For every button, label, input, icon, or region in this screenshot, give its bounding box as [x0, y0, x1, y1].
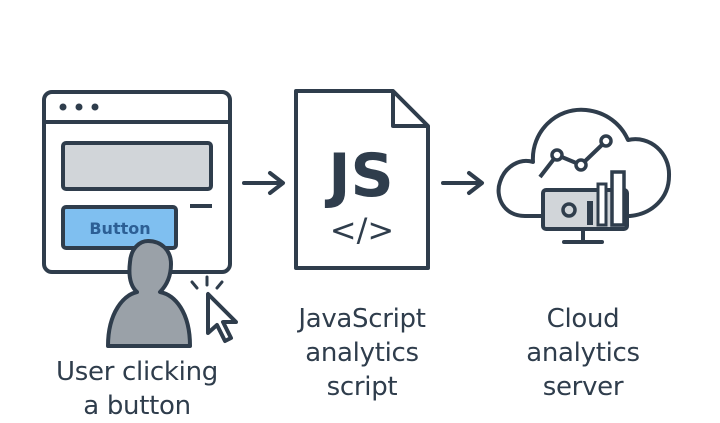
- window-dot-icon: [59, 103, 67, 111]
- arrow-right-icon: [441, 171, 484, 195]
- chart-monitor-icon: [541, 170, 629, 244]
- js-file-icon: JS </>: [294, 89, 430, 270]
- arrow-right-icon: [242, 171, 285, 195]
- content-panel: [61, 141, 213, 191]
- code-glyph: </>: [330, 211, 394, 249]
- browser-button[interactable]: Button: [61, 205, 178, 250]
- cloud-label: Cloud analytics server: [526, 304, 640, 402]
- window-dot-icon: [91, 103, 99, 111]
- browser-button-label: Button: [89, 219, 150, 238]
- window-dot-icon: [75, 103, 83, 111]
- user-icon: [106, 239, 192, 348]
- script-label: JavaScript analytics script: [298, 304, 426, 402]
- js-badge: JS: [324, 141, 394, 211]
- cursor-icon: [190, 275, 238, 343]
- user-label: User clicking a button: [56, 357, 218, 421]
- flow-diagram: Button JS </>: [42, 89, 672, 348]
- trend-line-icon: [538, 134, 613, 179]
